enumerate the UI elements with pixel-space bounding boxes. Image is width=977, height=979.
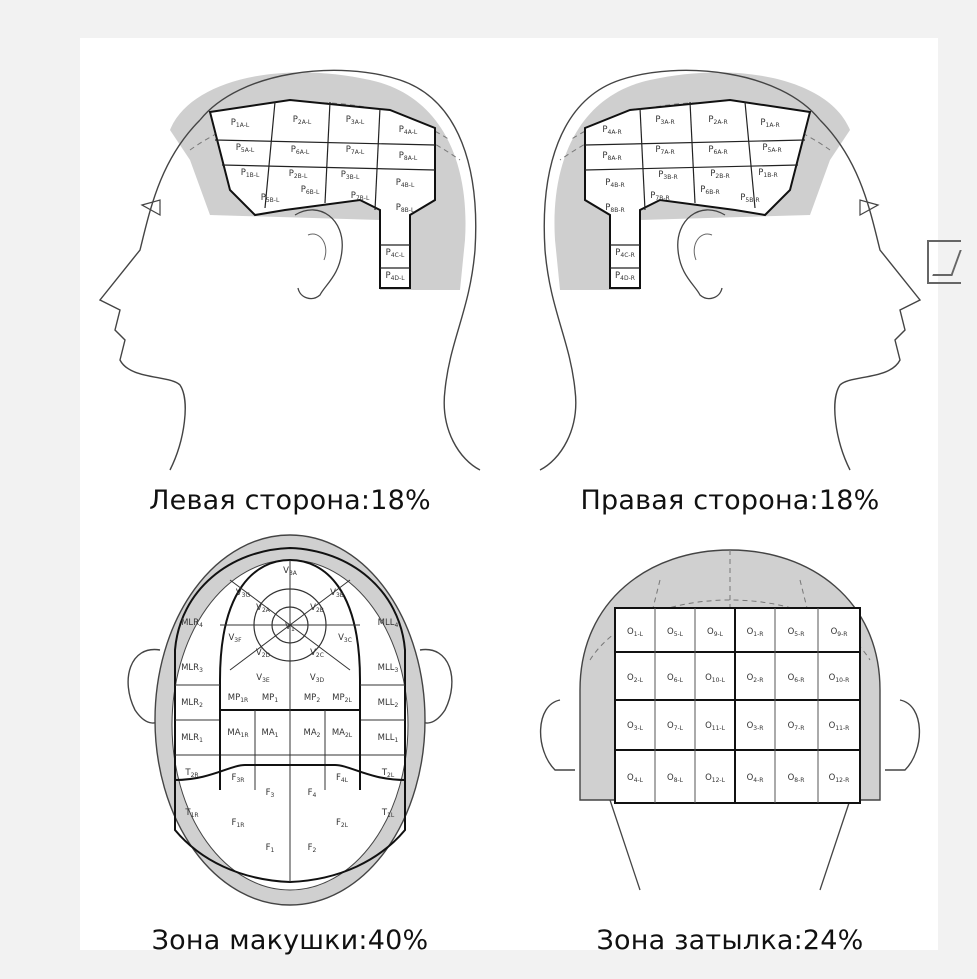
caption-right-side: Правая сторона:18% [520,485,940,516]
caption-nape: Зона затылка:24% [520,925,940,956]
caption-crown: Зона макушки:40% [80,925,500,956]
caption-left-side: Левая сторона:18% [80,485,500,516]
